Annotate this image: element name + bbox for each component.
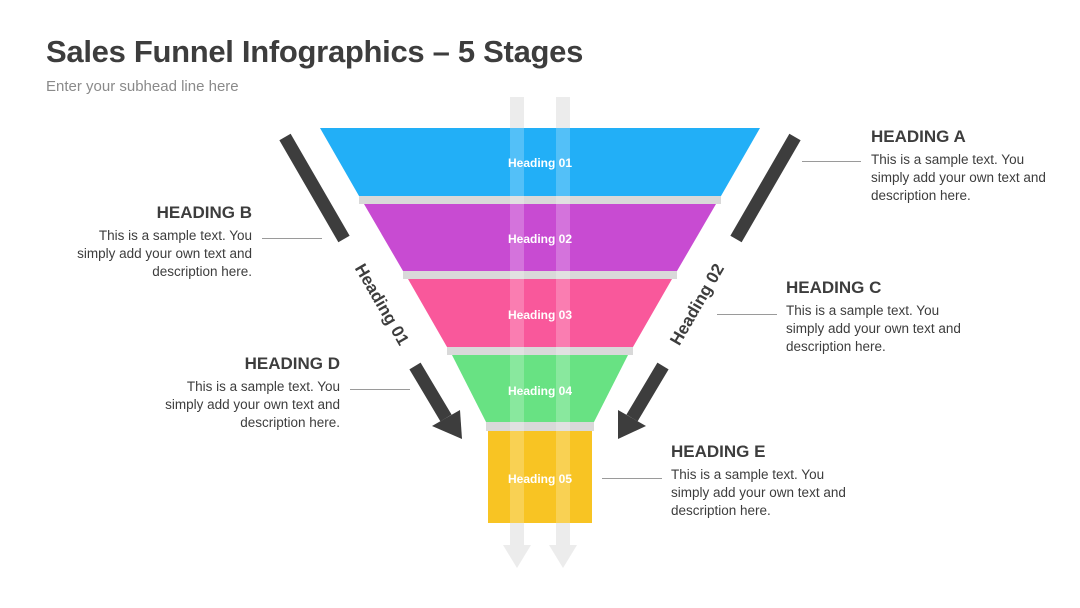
callout-c-heading: HEADING C — [786, 278, 882, 297]
right-side-arrow-shaft — [626, 362, 669, 422]
callout-heading-c: HEADING C This is a sample text. You sim… — [786, 278, 961, 356]
funnel-stage-1[interactable] — [320, 128, 760, 196]
ghost-arrow-head-right — [549, 545, 577, 568]
left-side-arrow-shaft — [409, 362, 452, 422]
callout-a-text: This is a sample text. You simply add yo… — [871, 152, 1046, 203]
callout-e-text: This is a sample text. You simply add yo… — [671, 467, 846, 518]
funnel-strip-overlay — [510, 128, 570, 523]
callout-heading-e: HEADING E This is a sample text. You sim… — [671, 442, 846, 520]
funnel-stage-2[interactable] — [364, 204, 716, 271]
leader-line-d — [350, 389, 410, 390]
page-title: Sales Funnel Infographics – 5 Stages — [46, 34, 584, 69]
leader-line-c — [717, 314, 777, 315]
left-side-bar — [279, 133, 350, 243]
right-side-arrow-head — [618, 410, 646, 439]
callout-heading-d: HEADING D This is a sample text. You sim… — [165, 354, 340, 432]
callout-d-text: This is a sample text. You simply add yo… — [165, 379, 340, 430]
funnel-strip-left — [510, 128, 524, 523]
callout-d-heading: HEADING D — [244, 354, 340, 373]
stage-label-1: Heading 01 — [508, 156, 572, 170]
funnel-strip-right — [556, 128, 570, 523]
leader-line-a — [802, 161, 861, 162]
leader-line-e — [602, 478, 662, 479]
left-side-arrow-head — [432, 410, 462, 439]
stage-separator-2 — [403, 271, 677, 279]
callout-heading-b: HEADING B This is a sample text. You sim… — [77, 203, 252, 281]
stage-label-3: Heading 03 — [508, 308, 572, 322]
stage-label-2: Heading 02 — [508, 232, 572, 246]
funnel-stage-4[interactable] — [452, 355, 628, 422]
ghost-arrow-head-left — [503, 545, 531, 568]
leader-line-b — [262, 238, 322, 239]
callout-heading-a: HEADING A This is a sample text. You sim… — [871, 127, 1046, 205]
stage-separator-3 — [447, 347, 633, 355]
callout-b-heading: HEADING B — [156, 203, 252, 222]
right-side-bar — [730, 133, 801, 243]
callout-b-text: This is a sample text. You simply add yo… — [77, 228, 252, 279]
callout-e-heading: HEADING E — [671, 442, 766, 461]
funnel-stage-5[interactable] — [488, 431, 592, 523]
callout-a-heading: HEADING A — [871, 127, 966, 146]
funnel-stage-3[interactable] — [408, 279, 672, 347]
callout-c-text: This is a sample text. You simply add yo… — [786, 303, 961, 354]
stage-label-5: Heading 05 — [508, 472, 572, 486]
stage-label-4: Heading 04 — [508, 384, 572, 398]
stage-separator-1 — [359, 196, 721, 204]
page-subhead: Enter your subhead line here — [46, 78, 239, 95]
stage-separator-4 — [486, 422, 594, 431]
